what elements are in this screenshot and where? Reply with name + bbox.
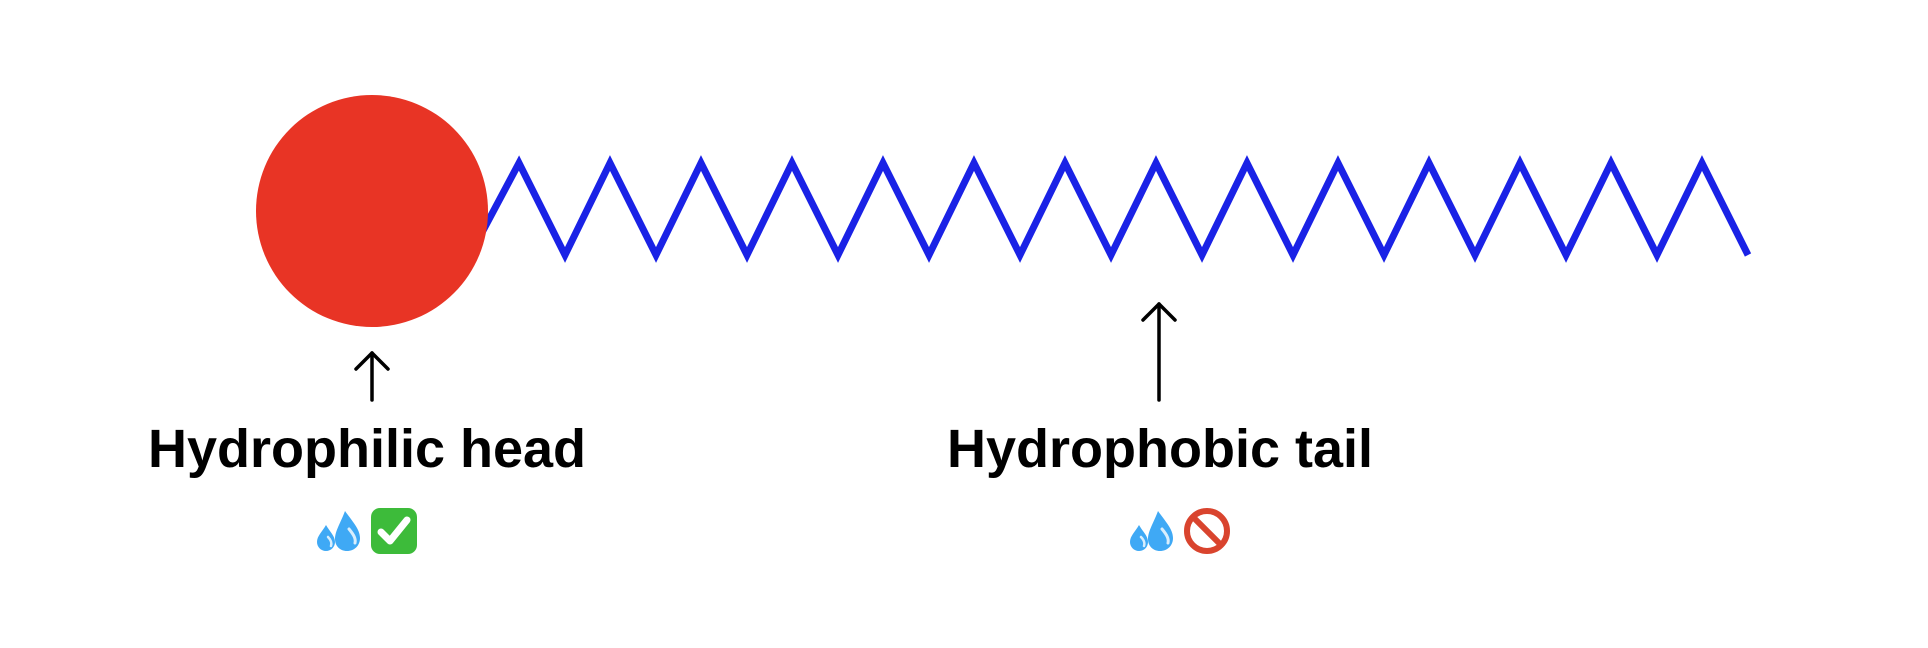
check-mark-button-icon (371, 508, 417, 554)
hydrophilic-head-circle (256, 95, 488, 327)
tail-emoji-row (1127, 505, 1233, 557)
hydrophobic-tail-label: Hydrophobic tail (946, 419, 1374, 479)
head-arrow (354, 351, 390, 402)
hydrophobic-tail-zigzag (466, 155, 1752, 263)
prohibited-icon (1184, 508, 1230, 554)
sweat-droplets-icon (317, 511, 360, 551)
tail-arrow (1141, 302, 1177, 402)
head-emoji-row (314, 505, 420, 557)
hydrophilic-head-label: Hydrophilic head (147, 419, 587, 479)
sweat-droplets-icon (1130, 511, 1173, 551)
